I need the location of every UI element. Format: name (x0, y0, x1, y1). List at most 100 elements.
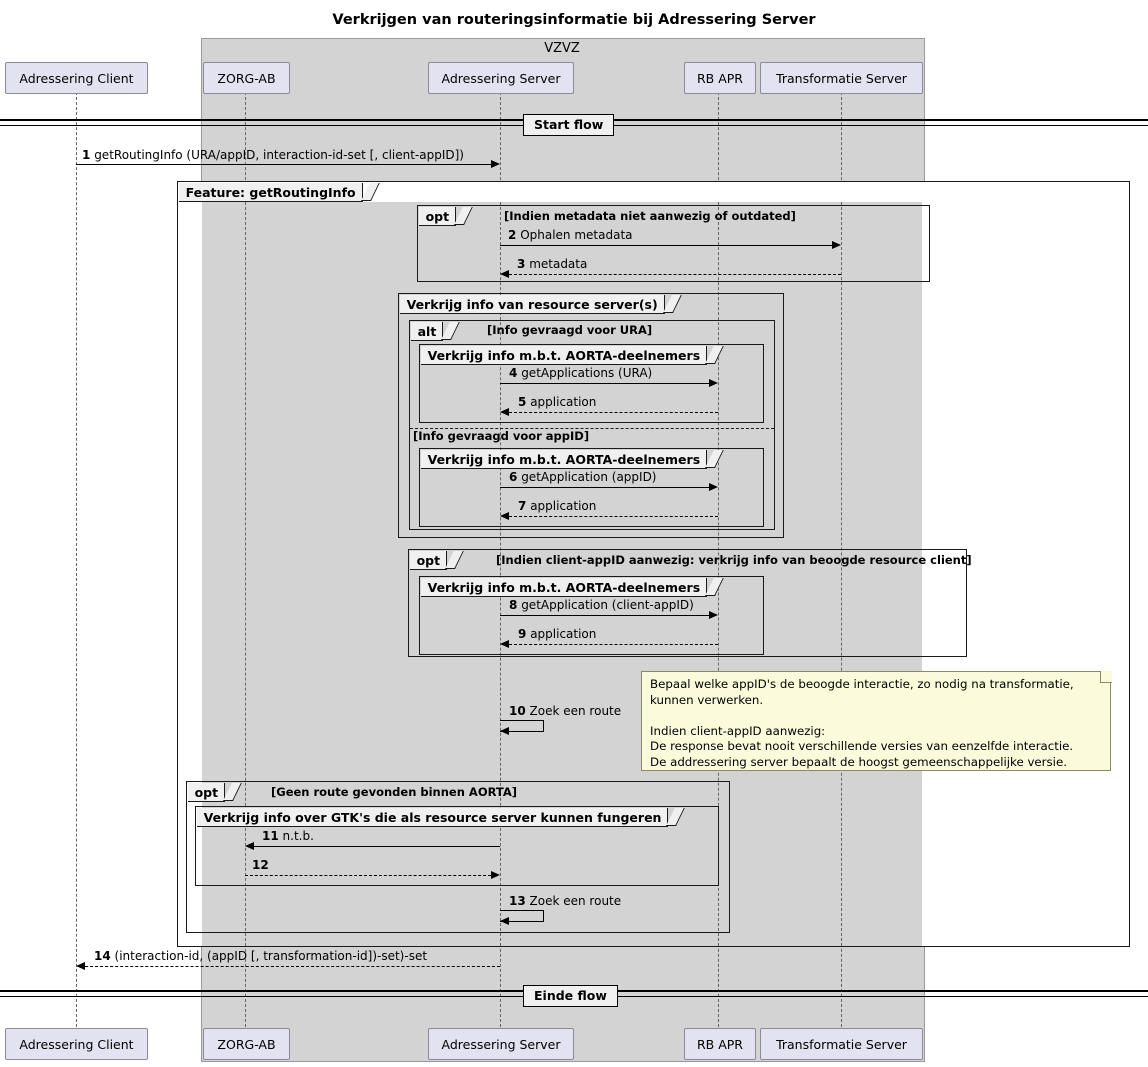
message-12-arrowhead (491, 871, 500, 879)
lifeline-adressering-server-seg (500, 202, 501, 946)
frame-group-resource-servers-tab-label: Verkrijg info van resource server(s) (406, 296, 658, 312)
participant-label: Adressering Server (441, 1036, 561, 1052)
participant-adressering-server-top[interactable]: Adressering Server (428, 62, 574, 94)
participant-label: RB APR (696, 70, 743, 86)
message-1-label: 1 getRoutingInfo (URA/appID, interaction… (82, 148, 464, 162)
message-3-text: metadata (529, 257, 588, 271)
frame-feature-tab: Feature: getRoutingInfo (178, 182, 380, 202)
frame-group-gtk (195, 806, 719, 886)
frame-group-resource-servers (398, 293, 784, 538)
message-7-number: 7 (518, 499, 527, 513)
message-4-text: getApplications (URA) (521, 366, 653, 380)
frame-alt-tab-label: alt (417, 323, 437, 339)
message-3-label: 3 metadata (517, 257, 587, 271)
participant-label: RB APR (696, 1036, 743, 1052)
message-6-text: getApplication (appID) (521, 470, 657, 484)
message-10-number: 10 (509, 704, 526, 718)
message-10-text: Zoek een route (529, 704, 622, 718)
participant-adressering-client-bottom[interactable]: Adressering Client (5, 1028, 148, 1060)
participant-transformatie-server-top[interactable]: Transformatie Server (760, 62, 923, 94)
lifeline-adressering-client (76, 92, 77, 1027)
frame-opt-client-appid-condition: [Indien client-appID aanwezig: verkrijg … (496, 553, 972, 567)
message-5-label: 5 application (518, 395, 596, 409)
message-14-number: 14 (94, 949, 111, 963)
message-10-arrowhead (500, 727, 509, 735)
frame-opt-geen-route-tab: opt (187, 782, 242, 802)
message-13-text: Zoek een route (529, 894, 622, 908)
message-6-label: 6 getApplication (appID) (509, 470, 657, 484)
message-12-label: 12 (252, 858, 269, 872)
participant-adressering-server-bottom[interactable]: Adressering Server (428, 1028, 574, 1060)
message-8-text: getApplication (client-appID) (521, 598, 694, 612)
message-10-self-loop (500, 720, 544, 732)
frame-opt-metadata-condition: [Indien metadata niet aanwezig of outdat… (504, 209, 796, 223)
message-9-arrowhead (500, 640, 509, 648)
frame-group-gtk-tab: Verkrijg info over GTK's die als resourc… (196, 807, 686, 827)
participant-adressering-client-top[interactable]: Adressering Client (5, 62, 148, 94)
participant-rb-apr-top[interactable]: RB APR (684, 62, 756, 94)
message-9-number: 9 (518, 627, 527, 641)
message-1-line (76, 164, 492, 165)
message-13-arrowhead (500, 917, 509, 925)
message-14-label: 14 (interaction-id, (appID [, transforma… (94, 949, 427, 963)
participant-label: Adressering Client (19, 1036, 134, 1052)
message-1-arrowhead (491, 160, 500, 168)
participant-rb-apr-bottom[interactable]: RB APR (684, 1028, 756, 1060)
message-2-label: 2 Ophalen metadata (508, 228, 633, 242)
message-9-text: application (530, 627, 597, 641)
frame-group-aorta-2 (419, 448, 764, 527)
message-14-text: (interaction-id, (appID [, transformatio… (114, 949, 428, 963)
lifeline-zorg-ab-seg (245, 202, 246, 946)
message-8-label: 8 getApplication (client-appID) (509, 598, 694, 612)
message-2-arrowhead (832, 241, 841, 249)
participant-label: Transformatie Server (776, 70, 907, 86)
message-8-number: 8 (509, 598, 518, 612)
message-12-number: 12 (252, 858, 269, 872)
message-11-text: n.t.b. (282, 829, 314, 843)
lifeline-transformatie-server-seg (841, 202, 842, 946)
message-5-arrowhead (500, 408, 509, 416)
message-7-text: application (530, 499, 597, 513)
frame-alt-ura-appid (409, 320, 775, 530)
message-4-label: 4 getApplications (URA) (509, 366, 652, 380)
frame-group-gtk-tab-label: Verkrijg info over GTK's die als resourc… (203, 809, 662, 825)
message-6-number: 6 (509, 470, 518, 484)
message-11-label: 11 n.t.b. (262, 829, 314, 843)
divider-einde-flow-label: Einde flow (523, 985, 618, 1007)
frame-opt-client-appid-tab-label: opt (416, 552, 441, 568)
message-6-line (500, 487, 710, 488)
message-11-arrowhead (245, 842, 254, 850)
message-7-arrowhead (500, 512, 509, 520)
participant-label: Adressering Server (441, 70, 561, 86)
frame-group-resource-servers-tab: Verkrijg info van resource server(s) (399, 294, 682, 314)
frame-group-aorta-1 (419, 344, 764, 423)
message-6-arrowhead (709, 483, 718, 491)
participant-transformatie-server-bottom[interactable]: Transformatie Server (760, 1028, 923, 1060)
message-11-number: 11 (262, 829, 279, 843)
frame-group-aorta-3 (419, 576, 764, 655)
message-4-line (500, 383, 710, 384)
frame-group-aorta-2-tab-label: Verkrijg info m.b.t. AORTA-deelnemers (427, 451, 701, 467)
message-14-arrowhead (76, 962, 85, 970)
message-2-number: 2 (508, 228, 517, 242)
frame-alt-else-condition: [Info gevraagd voor appID] (413, 429, 590, 443)
participant-zorg-ab-bottom[interactable]: ZORG-AB (203, 1028, 290, 1060)
frame-feature-tab-label: Feature: getRoutingInfo (185, 184, 356, 200)
message-2-line (500, 245, 833, 246)
frame-group-aorta-1-tab: Verkrijg info m.b.t. AORTA-deelnemers (420, 345, 724, 365)
message-13-number: 13 (509, 894, 526, 908)
participant-label: Adressering Client (19, 70, 134, 86)
message-7-label: 7 application (518, 499, 596, 513)
message-4-arrowhead (709, 379, 718, 387)
message-13-label: 13 Zoek een route (509, 894, 621, 908)
boundary-label: VZVZ (544, 41, 580, 56)
frame-group-aorta-2-tab: Verkrijg info m.b.t. AORTA-deelnemers (420, 449, 724, 469)
frame-opt-metadata-tab-label: opt (425, 208, 450, 224)
frame-opt-metadata-tab: opt (418, 206, 473, 226)
message-7-line (509, 516, 718, 517)
message-2-text: Ophalen metadata (520, 228, 633, 242)
participant-zorg-ab-top[interactable]: ZORG-AB (203, 62, 290, 94)
frame-opt-geen-route-tab-label: opt (194, 784, 219, 800)
message-11-line (254, 846, 500, 847)
note-fold-corner (1100, 671, 1112, 683)
